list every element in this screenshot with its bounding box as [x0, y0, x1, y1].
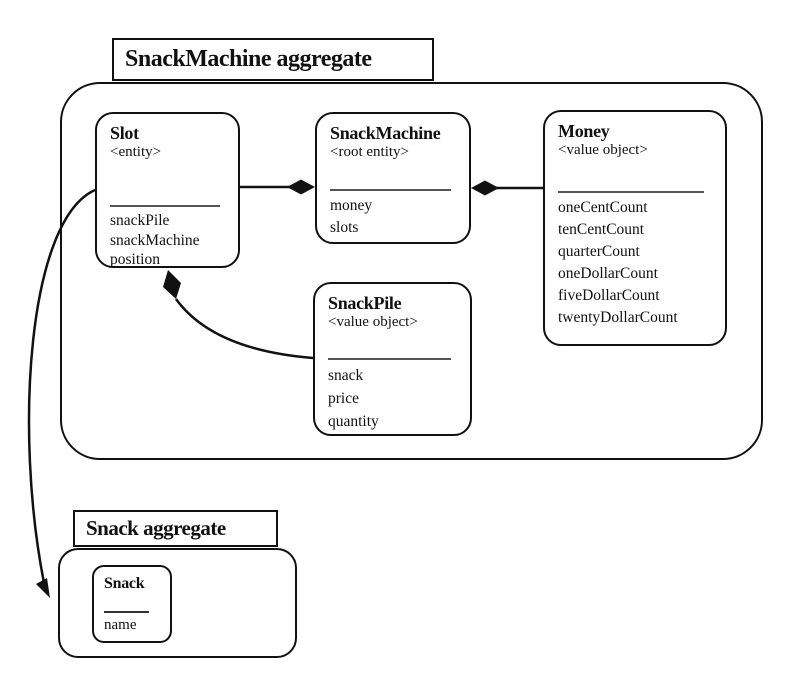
attribute: slots	[330, 219, 359, 236]
class-attributes-snackpile: snack price quantity	[328, 364, 462, 433]
class-attributes-slot: snackPile snackMachine position	[110, 211, 230, 270]
attribute: snackMachine	[110, 231, 200, 249]
attribute: oneCentCount	[558, 199, 648, 216]
class-stereotype-money: <value object>	[558, 142, 648, 158]
class-title-snack: Snack	[104, 575, 145, 592]
attribute: oneDollarCount	[558, 265, 658, 282]
attribute: twentyDollarCount	[558, 309, 678, 326]
attribute: fiveDollarCount	[558, 287, 660, 304]
snack-aggregate-label-text: Snack aggregate	[86, 516, 226, 540]
class-box-slot: Slot <entity> snackPile snackMachine pos…	[95, 112, 240, 268]
class-separator	[110, 205, 221, 207]
snack-aggregate-boundary	[58, 548, 297, 658]
attribute: quantity	[328, 413, 379, 430]
class-box-snackmachine: SnackMachine <root entity> money slots	[315, 112, 471, 244]
class-separator	[328, 358, 452, 360]
attribute: position	[110, 251, 160, 268]
class-box-money: Money <value object> oneCentCount tenCen…	[543, 110, 727, 346]
class-box-snack: Snack name	[92, 565, 172, 643]
snackmachine-aggregate-label-text: SnackMachine aggregate	[125, 46, 372, 72]
attribute: name	[104, 617, 137, 633]
snackmachine-aggregate-label: SnackMachine aggregate	[112, 38, 434, 81]
attribute: money	[330, 197, 373, 214]
class-stereotype-snackpile: <value object>	[328, 314, 418, 330]
class-separator	[558, 191, 705, 193]
class-box-snackpile: SnackPile <value object> snack price qua…	[313, 282, 472, 436]
class-stereotype-slot: <entity>	[110, 144, 162, 160]
arrowhead-slot-snack-aggregate	[36, 578, 50, 598]
class-title-snackpile: SnackPile	[328, 293, 402, 313]
class-attributes-snack: name	[104, 616, 162, 634]
attribute: price	[328, 390, 359, 407]
attribute: tenCentCount	[558, 221, 645, 238]
class-separator	[330, 189, 451, 191]
class-separator	[104, 611, 150, 613]
class-stereotype-snackmachine: <root entity>	[330, 144, 409, 160]
class-attributes-snackmachine: money slots	[330, 195, 461, 239]
class-attributes-money: oneCentCount tenCentCount quarterCount o…	[558, 197, 717, 329]
class-title-money: Money	[558, 121, 610, 141]
class-title-snackmachine: SnackMachine	[330, 123, 441, 143]
attribute: snack	[328, 367, 364, 384]
snack-aggregate-label: Snack aggregate	[73, 510, 278, 547]
attribute: quarterCount	[558, 243, 640, 260]
class-title-slot: Slot	[110, 123, 139, 143]
attribute: snackPile	[110, 212, 170, 229]
